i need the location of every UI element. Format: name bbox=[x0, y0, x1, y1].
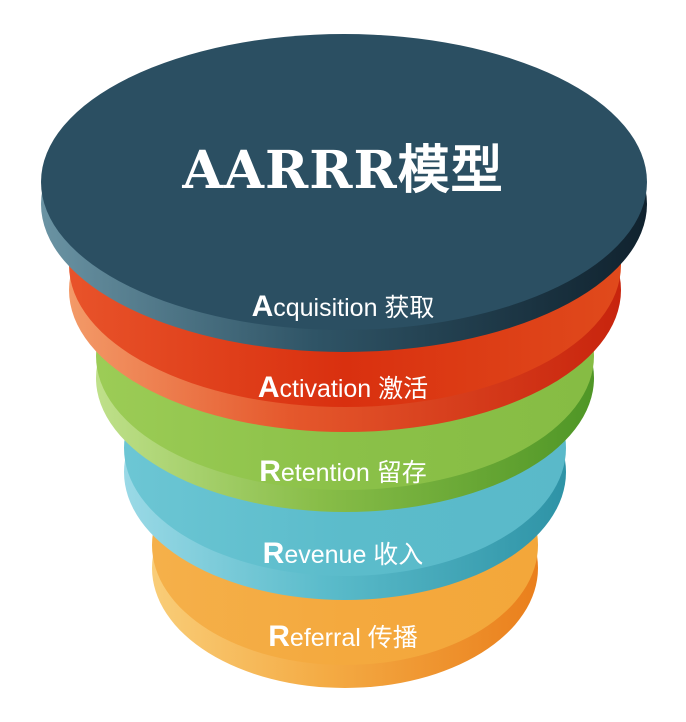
label-referral-initial: R bbox=[268, 620, 290, 653]
label-activation-text: ctivation 激活 bbox=[279, 375, 429, 403]
layer-acquisition-face bbox=[41, 34, 647, 330]
label-revenue-text: evenue 收入 bbox=[284, 541, 424, 569]
label-retention-text: etention 留存 bbox=[280, 459, 427, 487]
label-referral-text: eferral 传播 bbox=[289, 624, 418, 652]
label-activation-initial: A bbox=[257, 371, 280, 404]
label-acquisition-initial: A bbox=[251, 290, 274, 323]
layer-acquisition bbox=[41, 34, 647, 352]
label-revenue-initial: R bbox=[262, 537, 285, 570]
diagram-title: AARRR模型 bbox=[182, 140, 504, 201]
label-retention-initial: R bbox=[259, 455, 281, 488]
label-retention: Retention 留存 bbox=[0, 453, 686, 489]
label-activation: Activation 激活 bbox=[0, 369, 686, 405]
label-referral: Referral 传播 bbox=[0, 618, 686, 654]
label-acquisition: Acquisition 获取 bbox=[0, 288, 686, 324]
label-acquisition-text: cquisition 获取 bbox=[273, 294, 435, 322]
label-revenue: Revenue 收入 bbox=[0, 535, 686, 571]
